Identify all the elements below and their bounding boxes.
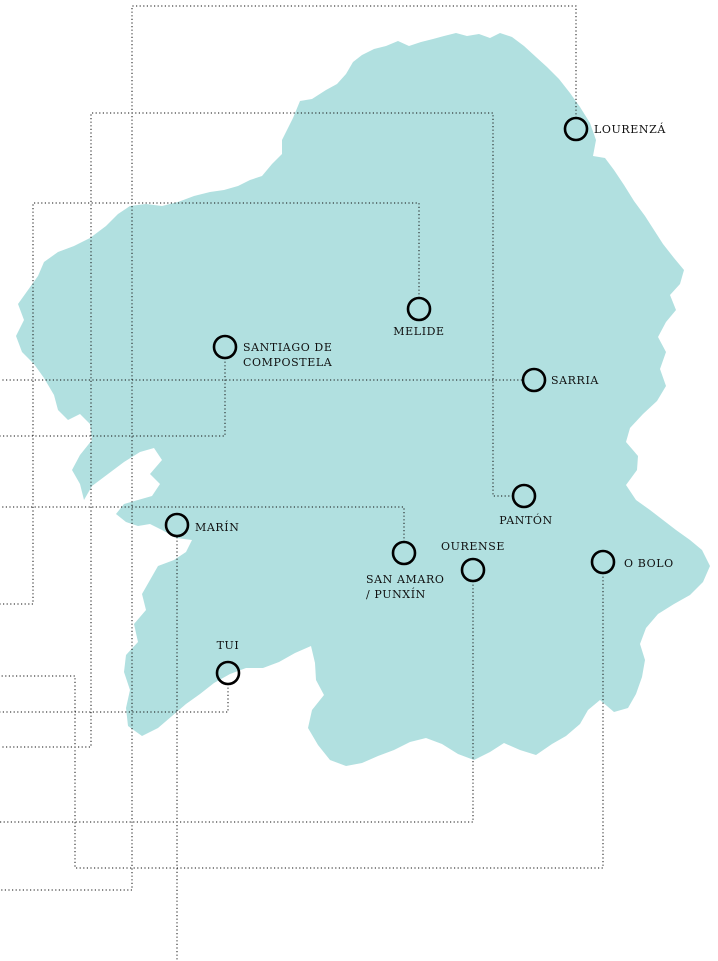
marker-marin[interactable] <box>164 512 190 538</box>
location-markers <box>164 116 616 686</box>
marker-o-bolo[interactable] <box>590 549 616 575</box>
label-san-amaro-line2: / PUNXÍN <box>366 588 426 601</box>
label-sarria: SARRIA <box>551 374 599 387</box>
marker-tui[interactable] <box>215 660 241 686</box>
label-o-bolo: O BOLO <box>624 557 674 570</box>
connector-lourenza <box>0 5 577 891</box>
label-melide: MELIDE <box>393 325 445 338</box>
label-ourense: OURENSE <box>441 540 505 553</box>
connector-tui <box>0 684 229 713</box>
connector-san-amaro <box>0 506 405 542</box>
connector-lines <box>0 5 604 961</box>
connector-ourense <box>0 581 474 823</box>
marker-sarria[interactable] <box>521 367 547 393</box>
label-santiago: SANTIAGO DE COMPOSTELA <box>243 340 332 370</box>
label-san-amaro: SAN AMARO / PUNXÍN <box>366 572 444 602</box>
label-tui: TUI <box>216 639 240 652</box>
marker-panton[interactable] <box>511 483 537 509</box>
label-marin: MARÍN <box>195 521 240 534</box>
label-santiago-line1: SANTIAGO DE <box>243 341 333 354</box>
galicia-region-shape <box>16 33 710 766</box>
marker-santiago[interactable] <box>212 334 238 360</box>
marker-lourenza[interactable] <box>563 116 589 142</box>
connector-melide <box>0 202 420 605</box>
connector-santiago <box>0 358 226 437</box>
label-lourenza: LOURENZÁ <box>594 123 666 136</box>
marker-ourense[interactable] <box>460 557 486 583</box>
label-santiago-line2: COMPOSTELA <box>243 356 333 369</box>
label-san-amaro-line1: SAN AMARO <box>366 573 445 586</box>
label-panton: PANTÓN <box>499 514 553 527</box>
marker-san-amaro[interactable] <box>391 540 417 566</box>
marker-melide[interactable] <box>406 296 432 322</box>
